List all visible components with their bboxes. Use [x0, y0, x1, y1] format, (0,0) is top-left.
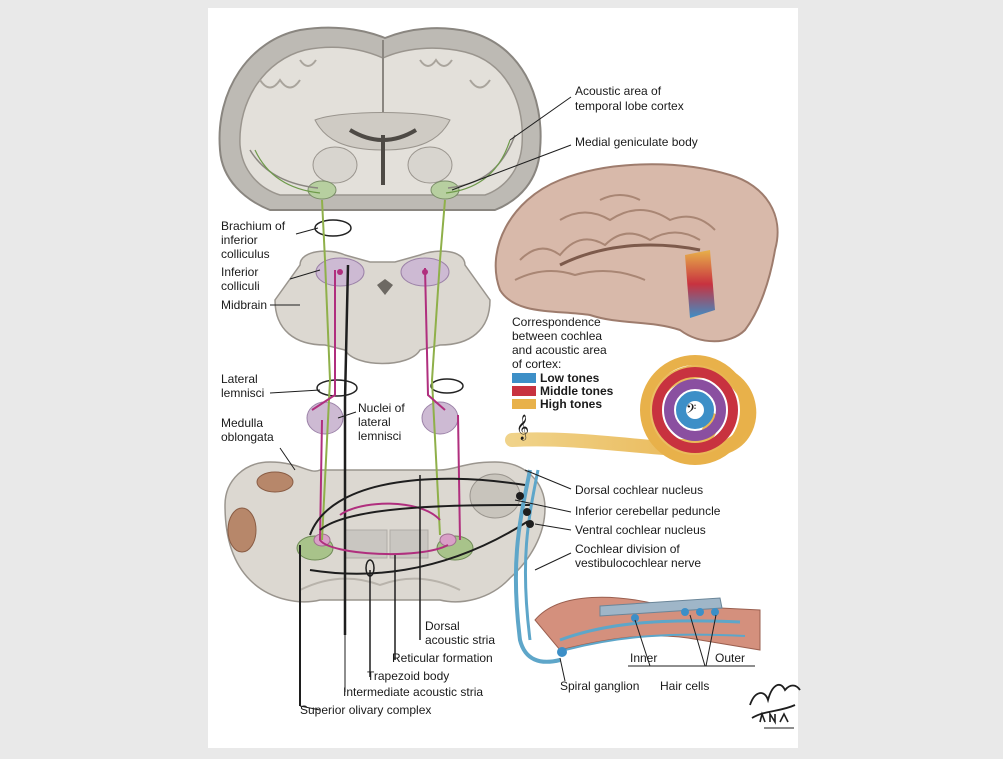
- label-correspondence-2: between cochlea: [512, 329, 602, 343]
- label-correspondence-3: and acoustic area: [512, 343, 607, 357]
- legend-swatch-middle: [512, 386, 536, 396]
- label-brachium-3: colliculus: [221, 247, 270, 261]
- label-nuclei-lemnisci-1: Nuclei of: [358, 401, 405, 415]
- label-trapezoid-body: Trapezoid body: [367, 669, 449, 683]
- label-dorsal-stria-1: Dorsal: [425, 619, 460, 633]
- label-acoustic-area-2: temporal lobe cortex: [575, 99, 684, 113]
- label-brachium-2: inferior: [221, 233, 258, 247]
- right-lemniscus-ring: [431, 379, 463, 393]
- label-cochlear-division-1: Cochlear division of: [575, 542, 680, 556]
- legend-high-tones: High tones: [540, 397, 602, 411]
- legend-swatch-low: [512, 373, 536, 383]
- label-superior-olivary: Superior olivary complex: [300, 703, 431, 717]
- tonotopic-cortex-area: [685, 250, 715, 318]
- label-correspondence-4: of cortex:: [512, 357, 561, 371]
- medulla-section: [225, 462, 545, 602]
- label-lateral-lemnisci-1: Lateral: [221, 372, 258, 386]
- organ-of-corti-inset: [535, 597, 760, 657]
- label-medulla-2: oblongata: [221, 430, 274, 444]
- label-medulla-1: Medulla: [221, 416, 263, 430]
- label-inferior-cerebellar: Inferior cerebellar peduncle: [575, 504, 721, 518]
- artist-signature: [750, 685, 800, 728]
- label-nuclei-lemnisci-3: lemnisci: [358, 429, 401, 443]
- label-lateral-lemnisci-2: lemnisci: [221, 386, 264, 400]
- label-correspondence-1: Correspondence: [512, 315, 601, 329]
- label-inferior-colliculi-1: Inferior: [221, 265, 258, 279]
- label-acoustic-area-1: Acoustic area of: [575, 84, 662, 98]
- label-dorsal-cochlear: Dorsal cochlear nucleus: [575, 483, 703, 497]
- label-inner: Inner: [630, 651, 657, 665]
- label-hair-cells: Hair cells: [660, 679, 709, 693]
- label-brachium-1: Brachium of: [221, 219, 286, 233]
- label-intermediate-stria: Intermediate acoustic stria: [343, 685, 483, 699]
- label-medial-geniculate: Medial geniculate body: [575, 135, 698, 149]
- coronal-brain-section: [220, 28, 541, 210]
- label-cochlear-division-2: vestibulocochlear nerve: [575, 556, 701, 570]
- legend-low-tones: Low tones: [540, 371, 600, 385]
- label-spiral-ganglion: Spiral ganglion: [560, 679, 639, 693]
- left-lemniscal-nucleus: [307, 402, 343, 434]
- legend-swatch-high: [512, 399, 536, 409]
- label-midbrain: Midbrain: [221, 298, 267, 312]
- label-nuclei-lemnisci-2: lateral: [358, 415, 391, 429]
- midbrain-section: [275, 220, 490, 364]
- label-reticular-formation: Reticular formation: [392, 651, 493, 665]
- label-dorsal-stria-2: acoustic stria: [425, 633, 495, 647]
- left-lemniscus-ring: [317, 380, 357, 396]
- label-outer: Outer: [715, 651, 745, 665]
- label-inferior-colliculi-2: colliculi: [221, 279, 260, 293]
- bass-clef-icon: 𝄢: [686, 403, 696, 420]
- legend-middle-tones: Middle tones: [540, 384, 614, 398]
- label-ventral-cochlear: Ventral cochlear nucleus: [575, 523, 706, 537]
- treble-clef-icon: 𝄞: [516, 414, 529, 440]
